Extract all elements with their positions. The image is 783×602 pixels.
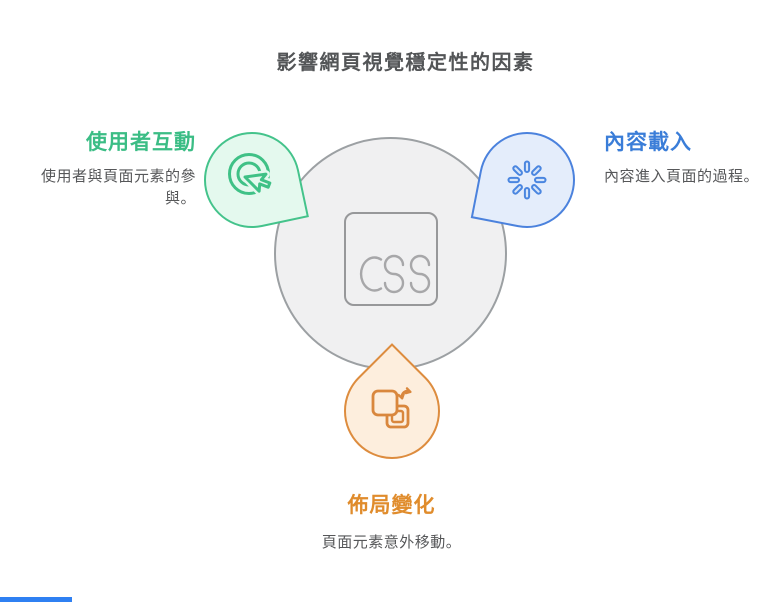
node-user-interaction <box>195 123 309 237</box>
progress-bar <box>0 597 72 602</box>
css-logo-box: CSS <box>344 212 438 306</box>
content-loading-description: 內容進入頁面的過程。 <box>604 168 760 186</box>
label-user-interaction: 使用者互動 使用者與頁面元素的參與。 <box>18 129 196 210</box>
spinner-icon <box>507 160 547 200</box>
user-interaction-title: 使用者互動 <box>86 131 196 154</box>
center-circle <box>274 137 507 370</box>
page-title: 影響網頁視覺穩定性的因素 <box>276 52 535 74</box>
layout-shift-description: 頁面元素意外移動。 <box>321 534 462 552</box>
css-logo-icon <box>359 254 431 294</box>
node-content-loading <box>470 123 584 237</box>
user-interaction-description: 使用者與頁面元素的參與。 <box>40 168 196 208</box>
label-content-loading: 內容載入 內容進入頁面的過程。 <box>604 129 780 188</box>
layout-shift-title: 佈局變化 <box>347 494 436 517</box>
label-layout-shift: 佈局變化 頁面元素意外移動。 <box>0 492 783 554</box>
content-loading-title: 內容載入 <box>604 131 692 154</box>
layers-swap-icon <box>371 387 412 429</box>
click-cursor-icon <box>227 153 274 196</box>
node-layout-shift <box>324 343 460 479</box>
css-label: CSS <box>346 214 347 215</box>
